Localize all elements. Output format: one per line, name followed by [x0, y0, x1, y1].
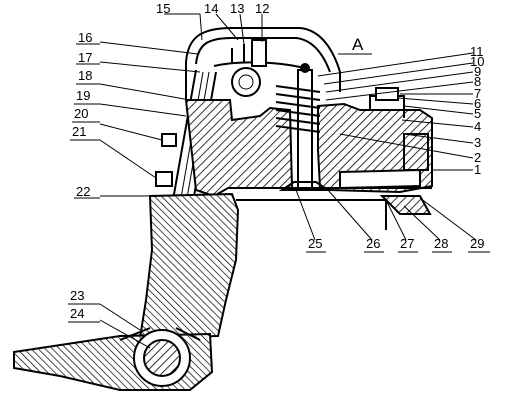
callout-13: 13 — [230, 1, 244, 16]
callout-3: 3 — [474, 135, 481, 150]
callout-20: 20 — [74, 106, 88, 121]
cylinder-head — [184, 87, 433, 198]
crankcase — [138, 187, 432, 340]
view-label-a: A — [352, 35, 364, 54]
callout-18: 18 — [78, 68, 92, 83]
callout-22: 22 — [76, 184, 90, 199]
callout-21: 21 — [72, 124, 86, 139]
callout-5: 5 — [474, 106, 481, 121]
callout-16: 16 — [78, 30, 92, 45]
callout-27: 27 — [400, 236, 414, 251]
valve-assembly — [275, 63, 332, 191]
callout-10: 10 — [470, 54, 484, 69]
head-fittings — [155, 133, 177, 187]
leader-lines — [99, 13, 477, 349]
callout-19: 19 — [76, 88, 90, 103]
callout-1: 1 — [474, 162, 481, 177]
callout-4: 4 — [474, 119, 481, 134]
callout-labels: 1 2 3 4 5 6 7 8 9 10 11 12 13 14 15 16 1… — [70, 1, 484, 321]
callout-14: 14 — [204, 1, 218, 16]
valve-spring — [275, 85, 321, 133]
callout-12: 12 — [255, 1, 269, 16]
callout-2: 2 — [474, 150, 481, 165]
callout-7: 7 — [474, 86, 481, 101]
callout-8: 8 — [474, 74, 481, 89]
callout-24: 24 — [70, 306, 84, 321]
callout-9: 9 — [474, 64, 481, 79]
callout-25: 25 — [308, 236, 322, 251]
callout-15: 15 — [156, 1, 170, 16]
camshaft-base — [13, 327, 214, 391]
callout-underlines — [68, 43, 490, 323]
rocker-arm — [213, 39, 305, 97]
callout-11: 11 — [470, 44, 484, 59]
callout-23: 23 — [70, 288, 84, 303]
callout-26: 26 — [366, 236, 380, 251]
callout-6: 6 — [474, 96, 481, 111]
callout-29: 29 — [470, 236, 484, 251]
callout-28: 28 — [434, 236, 448, 251]
rocker-cover — [185, 27, 341, 100]
callout-17: 17 — [78, 50, 92, 65]
